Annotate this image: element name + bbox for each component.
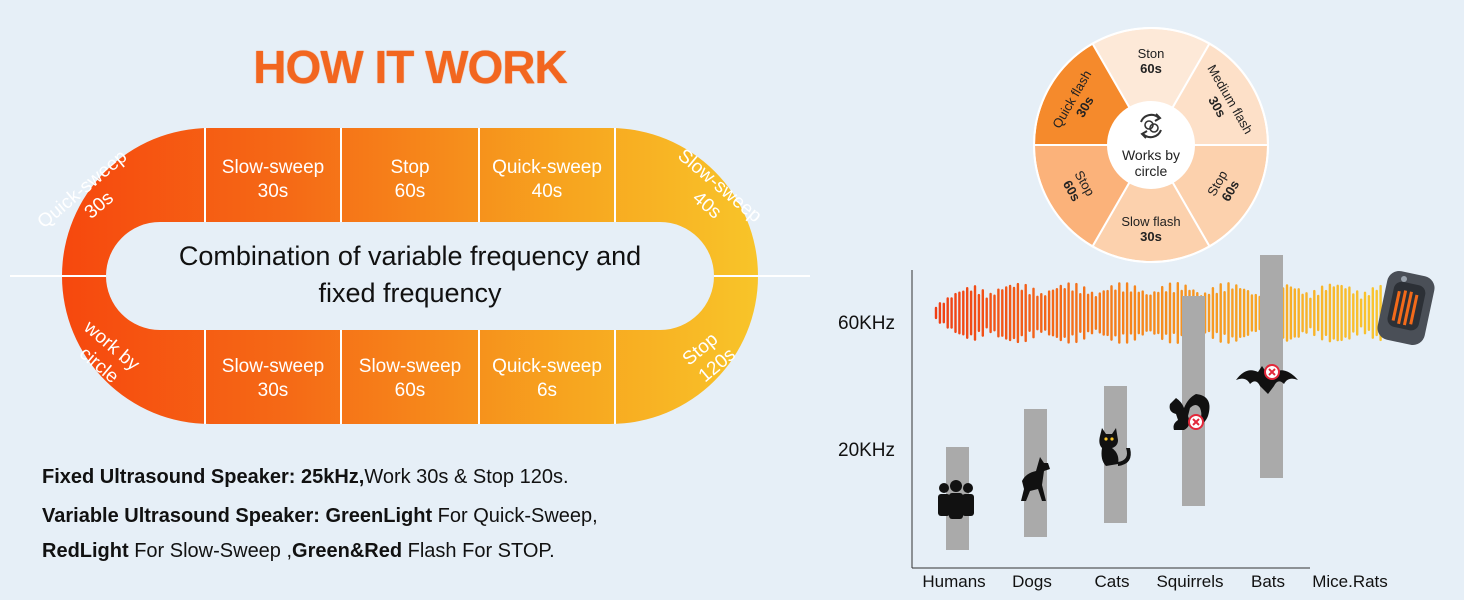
x-label-squirrels: Squirrels — [1156, 572, 1224, 591]
y-tick-20khz: 20KHz — [838, 440, 896, 461]
x-label-bats: Bats — [1250, 572, 1286, 591]
bat-icon — [1236, 364, 1298, 394]
squirrel-icon — [1169, 394, 1210, 430]
track-center-caption: Combination of variable frequency and fi… — [178, 241, 642, 308]
wheel-center — [1107, 101, 1195, 189]
wheel-center-line-2: circle — [1135, 163, 1168, 179]
y-tick-60khz: 60KHz — [838, 313, 896, 334]
blocked-icon — [1264, 364, 1280, 380]
frequency-waveform — [934, 271, 1435, 345]
track-dividers — [10, 128, 810, 424]
description-line-3: RedLight For Slow-Sweep ,Green&Red Flash… — [42, 540, 555, 562]
description-line-2: Variable Ultrasound Speaker: GreenLight … — [42, 505, 598, 527]
x-label-cats: Cats — [1094, 572, 1130, 591]
x-label-mice-rats: Mice.Rats — [1312, 572, 1388, 591]
cat-icon — [1099, 428, 1131, 466]
mode-track: Quick-sweep 30s work by circle Slow-swee… — [10, 128, 810, 424]
repeller-device-icon — [1377, 271, 1435, 345]
description-line-1: Fixed Ultrasound Speaker: 25kHz,Work 30s… — [42, 466, 569, 488]
dog-icon — [1021, 457, 1050, 501]
hearing-range-chart — [911, 255, 1310, 569]
blocked-icon — [1188, 414, 1204, 430]
track-shape — [62, 128, 758, 424]
people-icon — [938, 480, 974, 519]
x-label-dogs: Dogs — [1012, 572, 1052, 591]
page-title: HOW IT WORK — [253, 41, 568, 93]
x-label-humans: Humans — [922, 572, 986, 591]
wheel-center-line-1: Works by — [1122, 147, 1180, 163]
cycle-icon — [1140, 113, 1162, 139]
range-bars — [946, 255, 1283, 550]
